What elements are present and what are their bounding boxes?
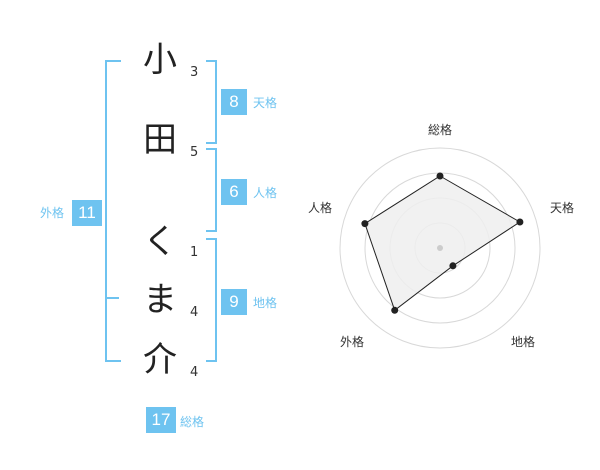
name-char-2: 田 xyxy=(143,120,177,160)
stroke-count-3: 1 xyxy=(190,245,199,260)
jinkaku-bracket xyxy=(206,148,217,232)
name-char-4: ま xyxy=(143,280,177,320)
radar-ring xyxy=(339,147,541,349)
soukaku-label: 総格 xyxy=(180,415,205,429)
radar-point xyxy=(436,172,444,180)
gaikaku-bracket xyxy=(105,60,121,362)
radar-label-gaikaku: 外格 xyxy=(340,335,365,349)
tenkaku-value: 8 xyxy=(221,89,247,115)
stroke-count-4: 4 xyxy=(190,305,199,320)
tenkaku-bracket xyxy=(206,60,217,144)
radar-center-dot xyxy=(437,245,443,251)
radar-point xyxy=(516,218,524,226)
gaikaku-label: 外格 xyxy=(40,206,65,220)
gaikaku-divider xyxy=(105,297,119,299)
stroke-count-2: 5 xyxy=(190,145,199,160)
radar-label-soukaku: 総格 xyxy=(428,123,453,137)
name-char-3: く xyxy=(143,222,177,262)
radar-point xyxy=(449,262,457,270)
radar-label-jinkaku: 人格 xyxy=(308,201,333,215)
chikaku-bracket xyxy=(206,238,217,362)
jinkaku-label: 人格 xyxy=(253,186,278,200)
radar-label-tenkaku: 天格 xyxy=(550,201,575,215)
stroke-count-1: 3 xyxy=(190,65,199,80)
chikaku-value: 9 xyxy=(221,289,247,315)
tenkaku-label: 天格 xyxy=(253,96,278,110)
radar-label-chikaku: 地格 xyxy=(511,335,536,349)
gaikaku-value: 11 xyxy=(72,200,102,226)
stroke-count-5: 4 xyxy=(190,365,199,380)
radar-polygon xyxy=(364,175,521,312)
name-char-1: 小 xyxy=(143,40,177,80)
soukaku-value: 17 xyxy=(146,407,176,433)
radar-point xyxy=(361,220,369,228)
chikaku-label: 地格 xyxy=(253,296,278,310)
name-char-5: 介 xyxy=(143,340,177,380)
radar-point xyxy=(391,306,399,314)
jinkaku-value: 6 xyxy=(221,179,247,205)
